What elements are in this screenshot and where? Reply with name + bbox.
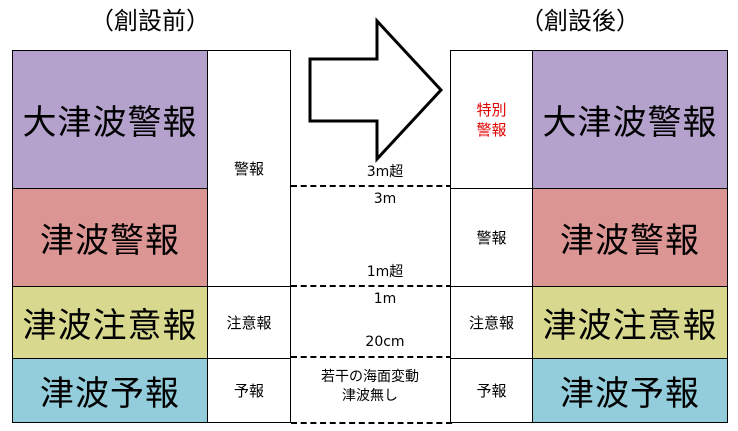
right-arrow-icon: [308, 17, 444, 163]
after-side-warning: 警報: [450, 188, 533, 287]
before-tsunami-warning: 津波警報: [12, 188, 208, 287]
after-tsunami-forecast: 津波予報: [532, 358, 728, 423]
no-tsunami-line1: 若干の海面変動: [321, 369, 419, 385]
after-major-tsunami-warning: 大津波警報: [532, 50, 728, 189]
divider-bottom: [291, 422, 452, 424]
divider-1m: [291, 285, 452, 287]
threshold-3m: 3m: [373, 191, 397, 207]
before-tsunami-forecast: 津波予報: [12, 358, 208, 423]
divider-3m: [291, 185, 452, 187]
threshold-1m: 1m: [373, 291, 397, 307]
before-major-tsunami-warning: 大津波警報: [12, 50, 208, 189]
threshold-20cm: 20cm: [365, 334, 405, 350]
special-label-line2: 警報: [476, 120, 507, 139]
after-tsunami-warning: 津波警報: [532, 188, 728, 287]
threshold-1m-over: 1m超: [366, 264, 404, 280]
no-tsunami-line2: 津波無し: [342, 388, 398, 404]
divider-20cm: [291, 356, 452, 358]
after-title: （創設後）: [520, 7, 640, 35]
after-side-forecast: 予報: [450, 358, 533, 423]
after-tsunami-advisory: 津波注意報: [532, 286, 728, 359]
special-label-line1: 特別: [476, 100, 507, 119]
after-side-special-warning: 特別 警報: [450, 50, 533, 189]
before-side-advisory: 注意報: [207, 286, 291, 359]
before-tsunami-advisory: 津波注意報: [12, 286, 208, 359]
before-side-forecast: 予報: [207, 358, 291, 423]
before-side-warning: 警報: [207, 50, 291, 287]
before-title: （創設前）: [90, 7, 210, 35]
threshold-3m-over: 3m超: [366, 164, 404, 180]
after-side-advisory: 注意報: [450, 286, 533, 359]
